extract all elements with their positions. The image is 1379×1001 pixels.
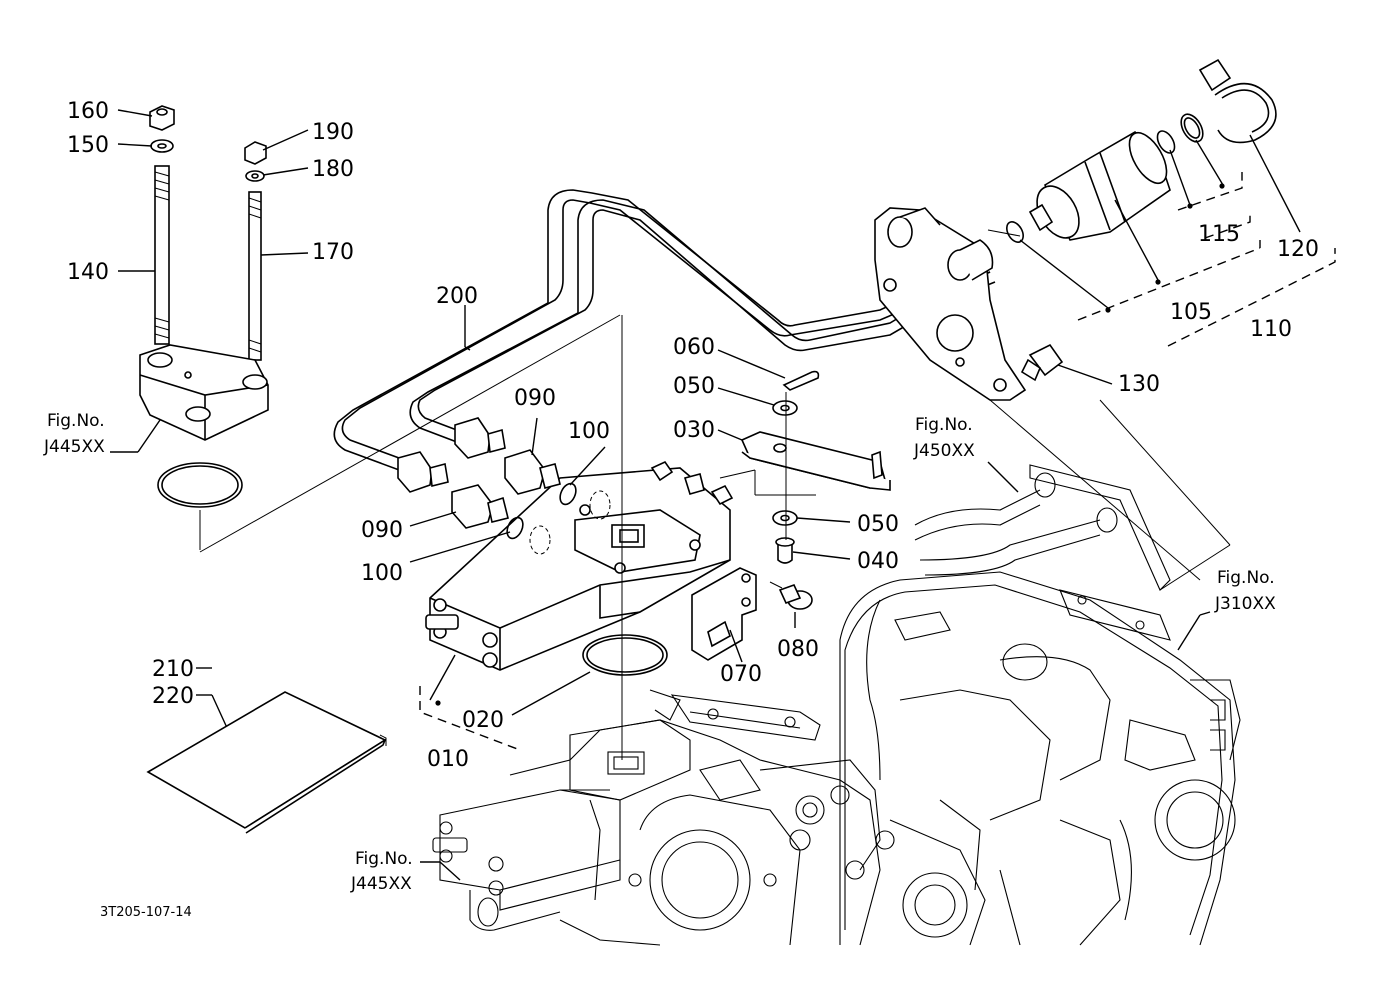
callout-180: 180	[312, 157, 354, 182]
o-ring-020	[582, 634, 668, 676]
fig-ref-3-line1: Fig.No.	[1217, 568, 1275, 588]
fig-ref-2-line2: J450XX	[913, 441, 975, 461]
callout-105: 105	[1170, 300, 1212, 325]
callout-200: 200	[436, 284, 478, 309]
fig-ref-3-line2: J310XX	[1214, 594, 1276, 614]
fig-ref-4-line1: Fig.No.	[355, 849, 413, 869]
callout-030: 030	[673, 418, 715, 443]
fig-ref-1-line2: J445XX	[43, 437, 105, 457]
o-ring-100-b	[506, 516, 524, 540]
lower-housing	[432, 689, 986, 946]
callout-150: 150	[67, 133, 109, 158]
callout-080: 080	[777, 637, 819, 662]
callout-170: 170	[312, 240, 354, 265]
callout-070: 070	[720, 662, 762, 687]
callout-110: 110	[1250, 317, 1292, 342]
callout-050-bottom: 050	[857, 512, 899, 537]
fig-ref-2-line1: Fig.No.	[915, 415, 973, 435]
callout-090-top: 090	[514, 386, 556, 411]
pipe-assembly-200	[333, 189, 1027, 493]
callout-115: 115	[1198, 222, 1240, 247]
callout-120: 120	[1277, 237, 1319, 262]
callout-040: 040	[857, 549, 899, 574]
callout-100-top: 100	[568, 419, 610, 444]
fig-ref-1-line1: Fig.No.	[47, 411, 105, 431]
callout-020: 020	[462, 708, 504, 733]
callout-190: 190	[312, 120, 354, 145]
callout-010: 010	[427, 747, 469, 772]
callout-160: 160	[67, 99, 109, 124]
index-dots	[435, 183, 1225, 706]
callout-060: 060	[673, 335, 715, 360]
background-pipes	[914, 464, 1171, 641]
callout-130: 130	[1118, 372, 1160, 397]
studs-and-nuts	[139, 105, 269, 508]
control-valve-010	[425, 460, 734, 671]
o-ring-020-inner	[586, 637, 664, 673]
leader-lines	[110, 109, 1301, 881]
o-ring-100-a	[559, 482, 577, 506]
linkage-parts	[691, 370, 891, 661]
callout-labels: 160 150 140 190 180 170 200 060 050 030 …	[67, 99, 1319, 772]
callout-100-bottom: 100	[361, 561, 403, 586]
fittings-090	[451, 449, 561, 529]
callout-090-bottom: 090	[361, 518, 403, 543]
drawing-code: 3T205-107-14	[100, 905, 192, 920]
transmission-housing	[839, 571, 1241, 946]
callout-210: 210	[152, 657, 194, 682]
figure-references: Fig.No. J445XX Fig.No. J450XX Fig.No. J3…	[43, 411, 1276, 894]
callout-140: 140	[67, 260, 109, 285]
manual-210-220	[146, 691, 387, 834]
filter-assembly	[1006, 58, 1277, 382]
callout-220: 220	[152, 684, 194, 709]
fig-ref-4-line2: J445XX	[350, 874, 412, 894]
callout-050-top: 050	[673, 374, 715, 399]
